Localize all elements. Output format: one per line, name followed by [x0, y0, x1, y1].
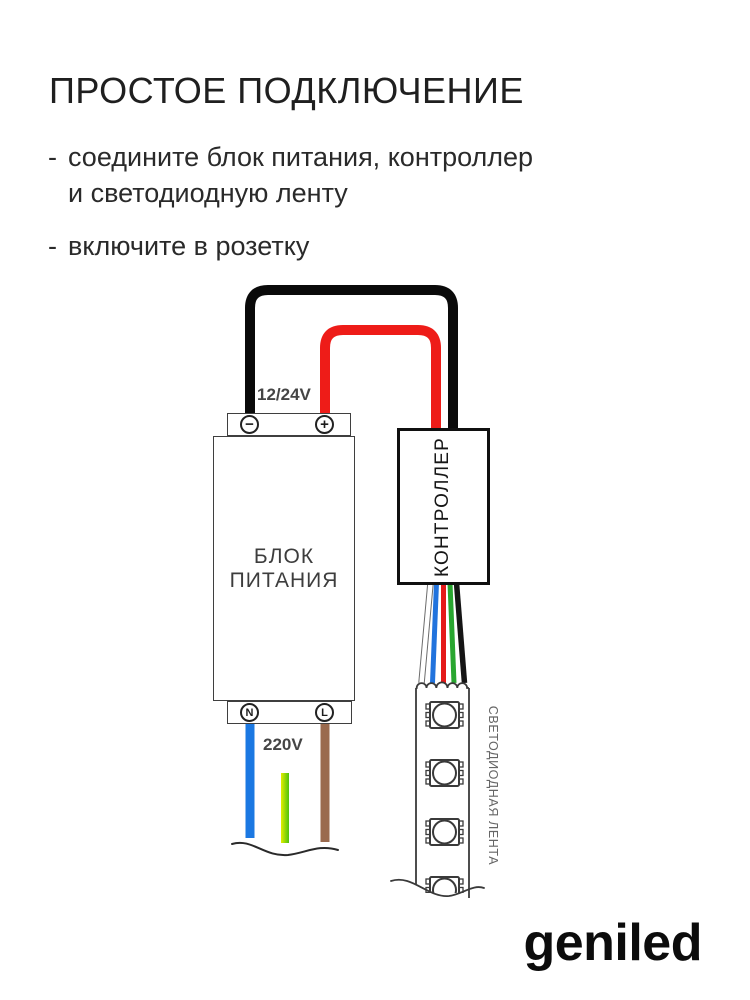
line-terminal-icon: L: [315, 703, 334, 722]
psu-input-voltage-label: 220V: [263, 735, 303, 754]
led-chip: [425, 759, 464, 787]
instruction-line: и светодиодную ленту: [68, 178, 348, 208]
rgb-wire-white: [419, 582, 433, 684]
controller-box: КОНТРОЛЛЕР: [397, 428, 490, 585]
instructions-list: - соедините блок питания, контроллер и с…: [48, 139, 688, 281]
rgb-wire-blue: [430, 582, 439, 684]
instruction-text: соедините блок питания, контроллер и све…: [68, 139, 533, 211]
plus-terminal-icon: +: [315, 415, 334, 434]
led-strip-label: СВЕТОДИОДНАЯ ЛЕНТА: [486, 705, 500, 866]
psu-label: БЛОК ПИТАНИЯ: [230, 545, 339, 593]
dc-negative-wire: [245, 285, 458, 430]
neutral-terminal-icon: N: [240, 703, 259, 722]
psu-cable-break-wave: [231, 841, 339, 857]
instruction-item: - соедините блок питания, контроллер и с…: [48, 139, 688, 211]
bullet-dash: -: [48, 142, 57, 172]
led-chip: [425, 818, 464, 846]
bullet-dash: -: [48, 231, 57, 261]
psu-label-line: БЛОК: [253, 544, 315, 568]
led-chip: [425, 701, 464, 729]
controller-label: КОНТРОЛЛЕР: [432, 436, 454, 577]
instruction-line: включите в розетку: [68, 231, 310, 261]
instruction-line: соедините блок питания, контроллер: [68, 142, 534, 172]
rgb-wire-black: [453, 582, 468, 684]
psu-output-voltage-label: 12/24V: [257, 385, 311, 404]
strip-break-wave: [390, 878, 485, 897]
brand-logo: geniled: [523, 914, 702, 972]
page-title: ПРОСТОЕ ПОДКЛЮЧЕНИЕ: [49, 70, 524, 111]
psu-label-line: ПИТАНИЯ: [229, 568, 339, 592]
rgb-wire-green: [447, 582, 457, 684]
minus-terminal-icon: −: [240, 415, 259, 434]
strip-connector-bumps: [415, 681, 469, 689]
psu-box: БЛОК ПИТАНИЯ: [213, 436, 355, 701]
instruction-item: - включите в розетку: [48, 228, 688, 264]
instruction-text: включите в розетку: [68, 228, 309, 264]
dc-positive-wire: [320, 325, 441, 430]
led-chip: [425, 876, 464, 893]
led-strip: [390, 681, 485, 898]
